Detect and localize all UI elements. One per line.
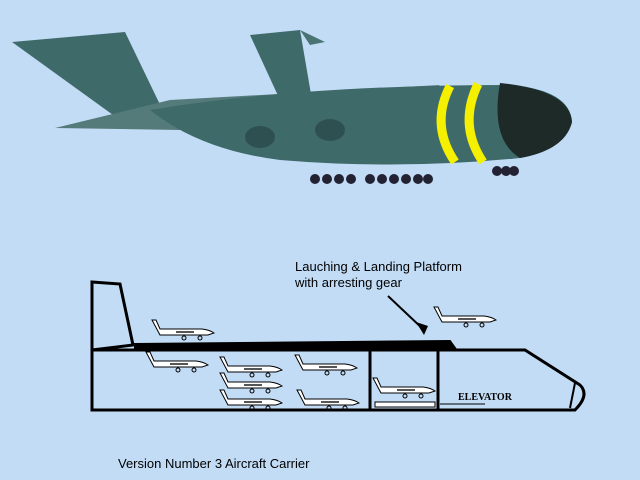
platform-label-line1: Lauching & Landing Platform: [295, 259, 462, 274]
small-aircraft-group: [145, 306, 497, 411]
platform-label-line2: with arresting gear: [295, 275, 402, 290]
platform-label: Lauching & Landing Platform with arresti…: [295, 259, 515, 291]
cargo-aircraft-photo: [12, 30, 572, 184]
elevator-label: ELEVATOR: [458, 392, 512, 403]
caption: Version Number 3 Aircraft Carrier: [118, 456, 310, 471]
carrier-diagram: [90, 280, 586, 412]
